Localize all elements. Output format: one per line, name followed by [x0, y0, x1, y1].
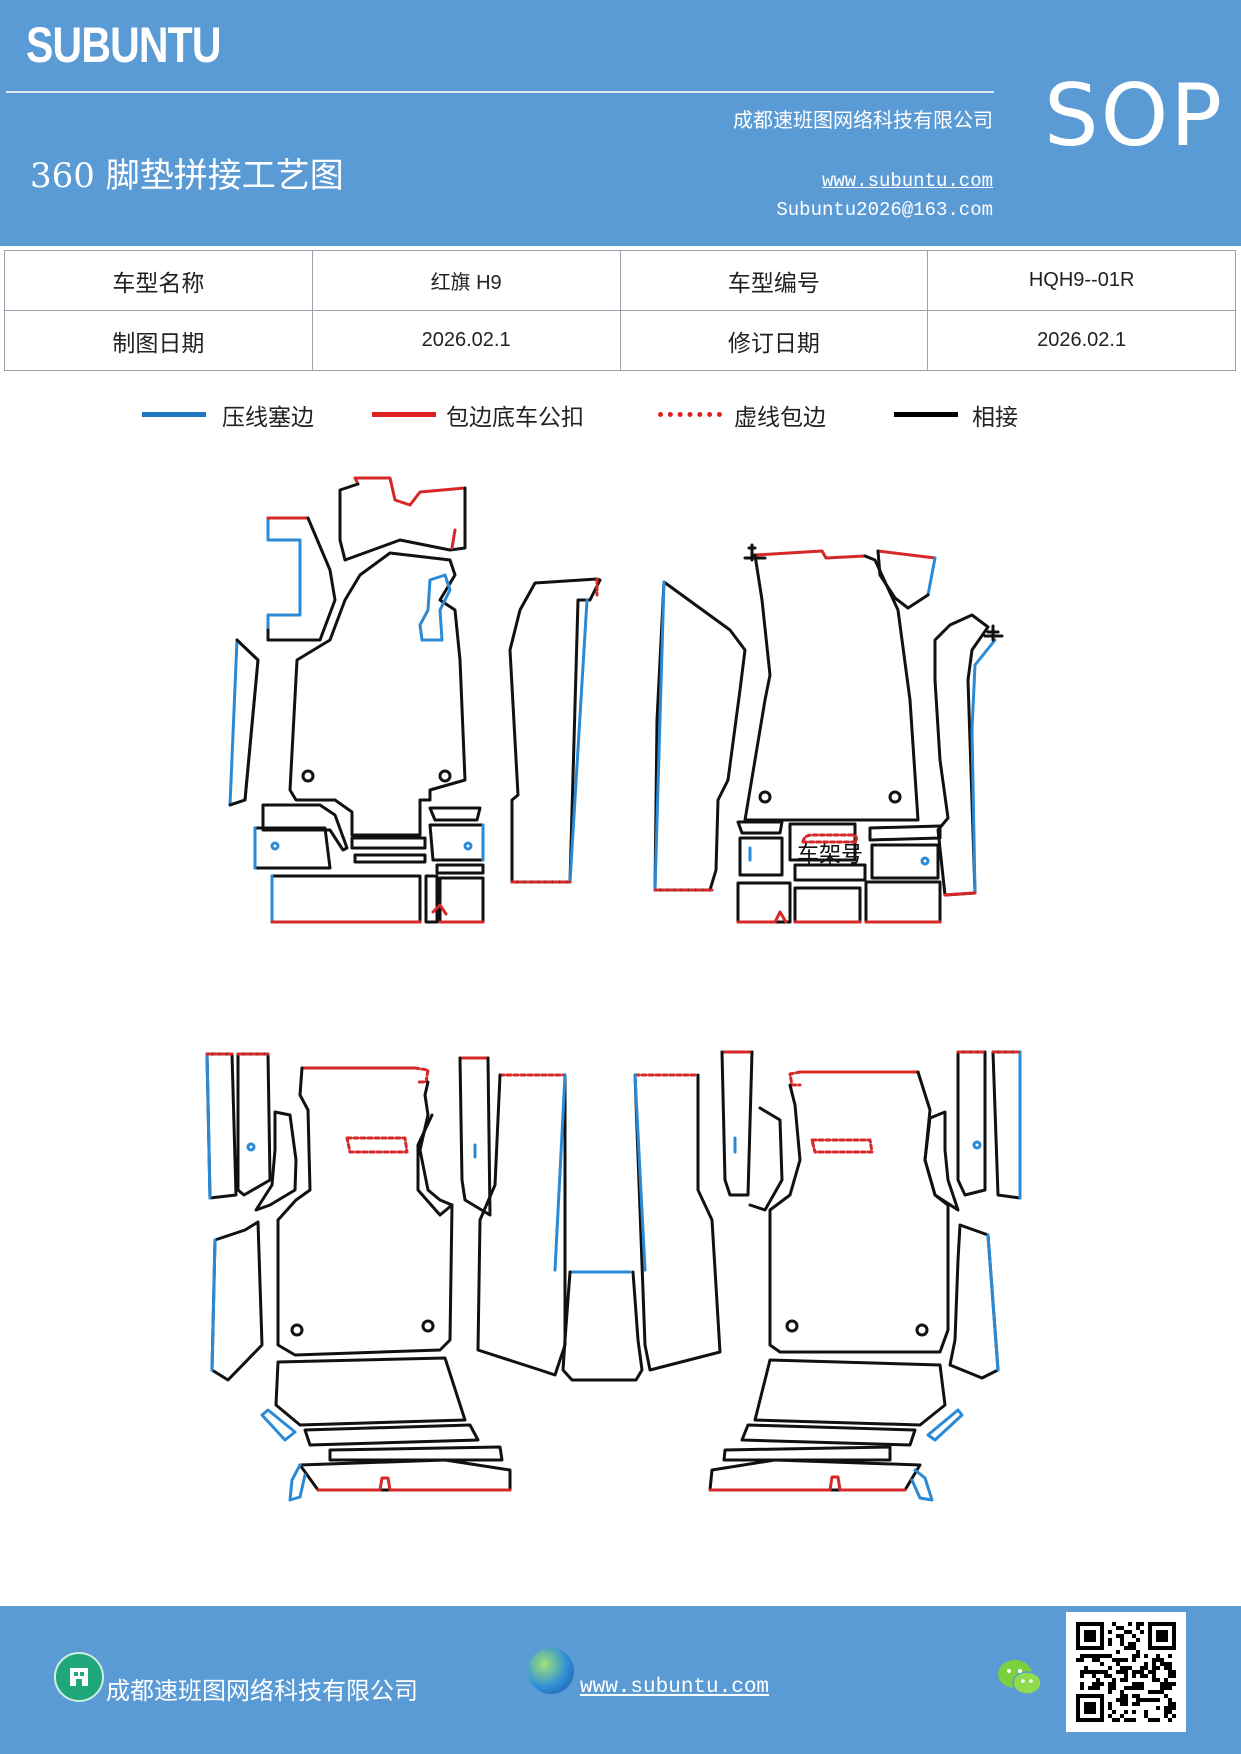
footer-website-link[interactable]: www.subuntu.com [580, 1676, 770, 1699]
label-model-code: 车型编号 [619, 250, 929, 311]
wechat-icon[interactable] [996, 1656, 1044, 1700]
building-icon [54, 1652, 104, 1702]
legend-label: 虚线包边 [734, 405, 826, 431]
email-address: Subuntu2026@163.com [776, 199, 993, 221]
legend-swatch [142, 412, 206, 417]
table-row: 制图日期 2026.02.1 修订日期 2026.02.1 [4, 310, 1236, 371]
label-draw-date: 制图日期 [4, 310, 313, 371]
table-row: 车型名称 红旗 H9 车型编号 HQH9--01R [4, 250, 1236, 311]
header-divider [6, 91, 994, 93]
globe-icon [528, 1648, 574, 1694]
legend-swatch [894, 412, 958, 417]
legend-swatch [658, 412, 722, 417]
value-draw-date: 2026.02.1 [311, 310, 621, 371]
value-model-name: 红旗 H9 [311, 250, 621, 311]
legend-label: 包边底车公扣 [446, 405, 584, 431]
rear-mat-group [205, 1050, 1022, 1382]
sop-badge: SOP [1044, 66, 1225, 166]
brand-logo: SUBUNTU [26, 17, 222, 73]
frame-number-label: 车架号 [797, 843, 863, 868]
qr-code[interactable] [1066, 1612, 1186, 1732]
legend: 压线塞边 包边底车公扣 虚线包边 相接 [0, 396, 1241, 446]
company-name: 成都速班图网络科技有限公司 [733, 108, 993, 132]
value-model-code: HQH9--01R [927, 250, 1236, 311]
footer-company-name: 成都速班图网络科技有限公司 [106, 1677, 418, 1705]
front-right-mat-group [653, 543, 1004, 924]
floor-mat-diagram: 车架号 [205, 476, 1022, 1502]
legend-label: 压线塞边 [222, 405, 314, 431]
front-left-mat-group [228, 476, 602, 924]
legend-label: 相接 [972, 405, 1018, 431]
legend-swatch [372, 412, 436, 417]
header-banner: SUBUNTU 成都速班图网络科技有限公司 360 脚垫拼接工艺图 www.su… [0, 0, 1241, 246]
vehicle-info-table: 车型名称 红旗 H9 车型编号 HQH9--01R 制图日期 2026.02.1… [4, 250, 1236, 371]
label-model-name: 车型名称 [4, 250, 313, 311]
footer-banner: 成都速班图网络科技有限公司 www.subuntu.com [0, 1606, 1241, 1754]
label-revision-date: 修订日期 [619, 310, 929, 371]
value-revision-date: 2026.02.1 [927, 310, 1236, 371]
rear-lower-bars-group [260, 1356, 964, 1502]
document-title: 360 脚垫拼接工艺图 [30, 156, 344, 196]
website-link[interactable]: www.subuntu.com [821, 170, 993, 192]
